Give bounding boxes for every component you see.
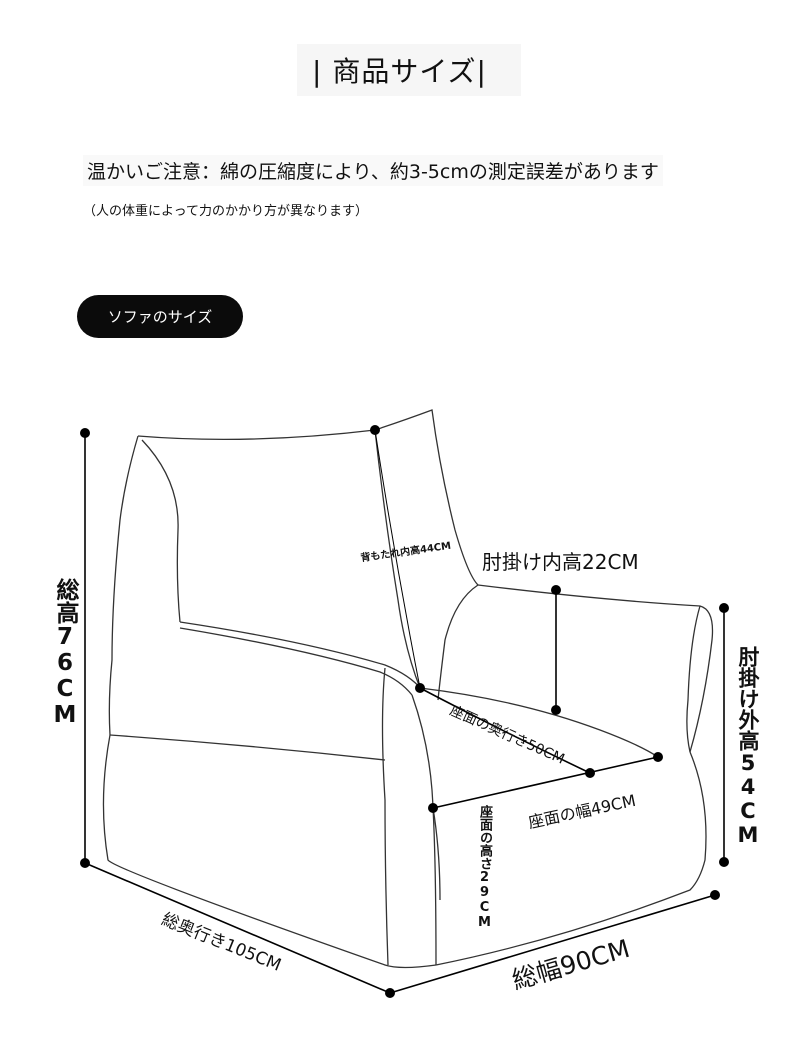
- seat-height-label: 座面の高さ29CM: [477, 805, 492, 930]
- dimension-points: [80, 425, 729, 998]
- page-title: | 商品サイズ|: [312, 55, 487, 88]
- total-height-label: 総高76CM: [52, 578, 78, 728]
- armrest-inner-height-label: 肘掛け内高22CM: [482, 550, 639, 574]
- measurement-note: 温かいご注意：綿の圧縮度により、約3-5cmの測定誤差があります: [83, 155, 663, 186]
- dimension-lines: [84, 429, 725, 994]
- measurement-subnote: （人の体重によって力のかかり方が異なります）: [83, 204, 368, 219]
- title-background: [297, 44, 521, 96]
- sofa-outline: [102, 409, 714, 969]
- section-label-pill: ソファのサイズ: [77, 295, 243, 338]
- armrest-outer-height-label: 肘掛け外高54CM: [736, 646, 760, 847]
